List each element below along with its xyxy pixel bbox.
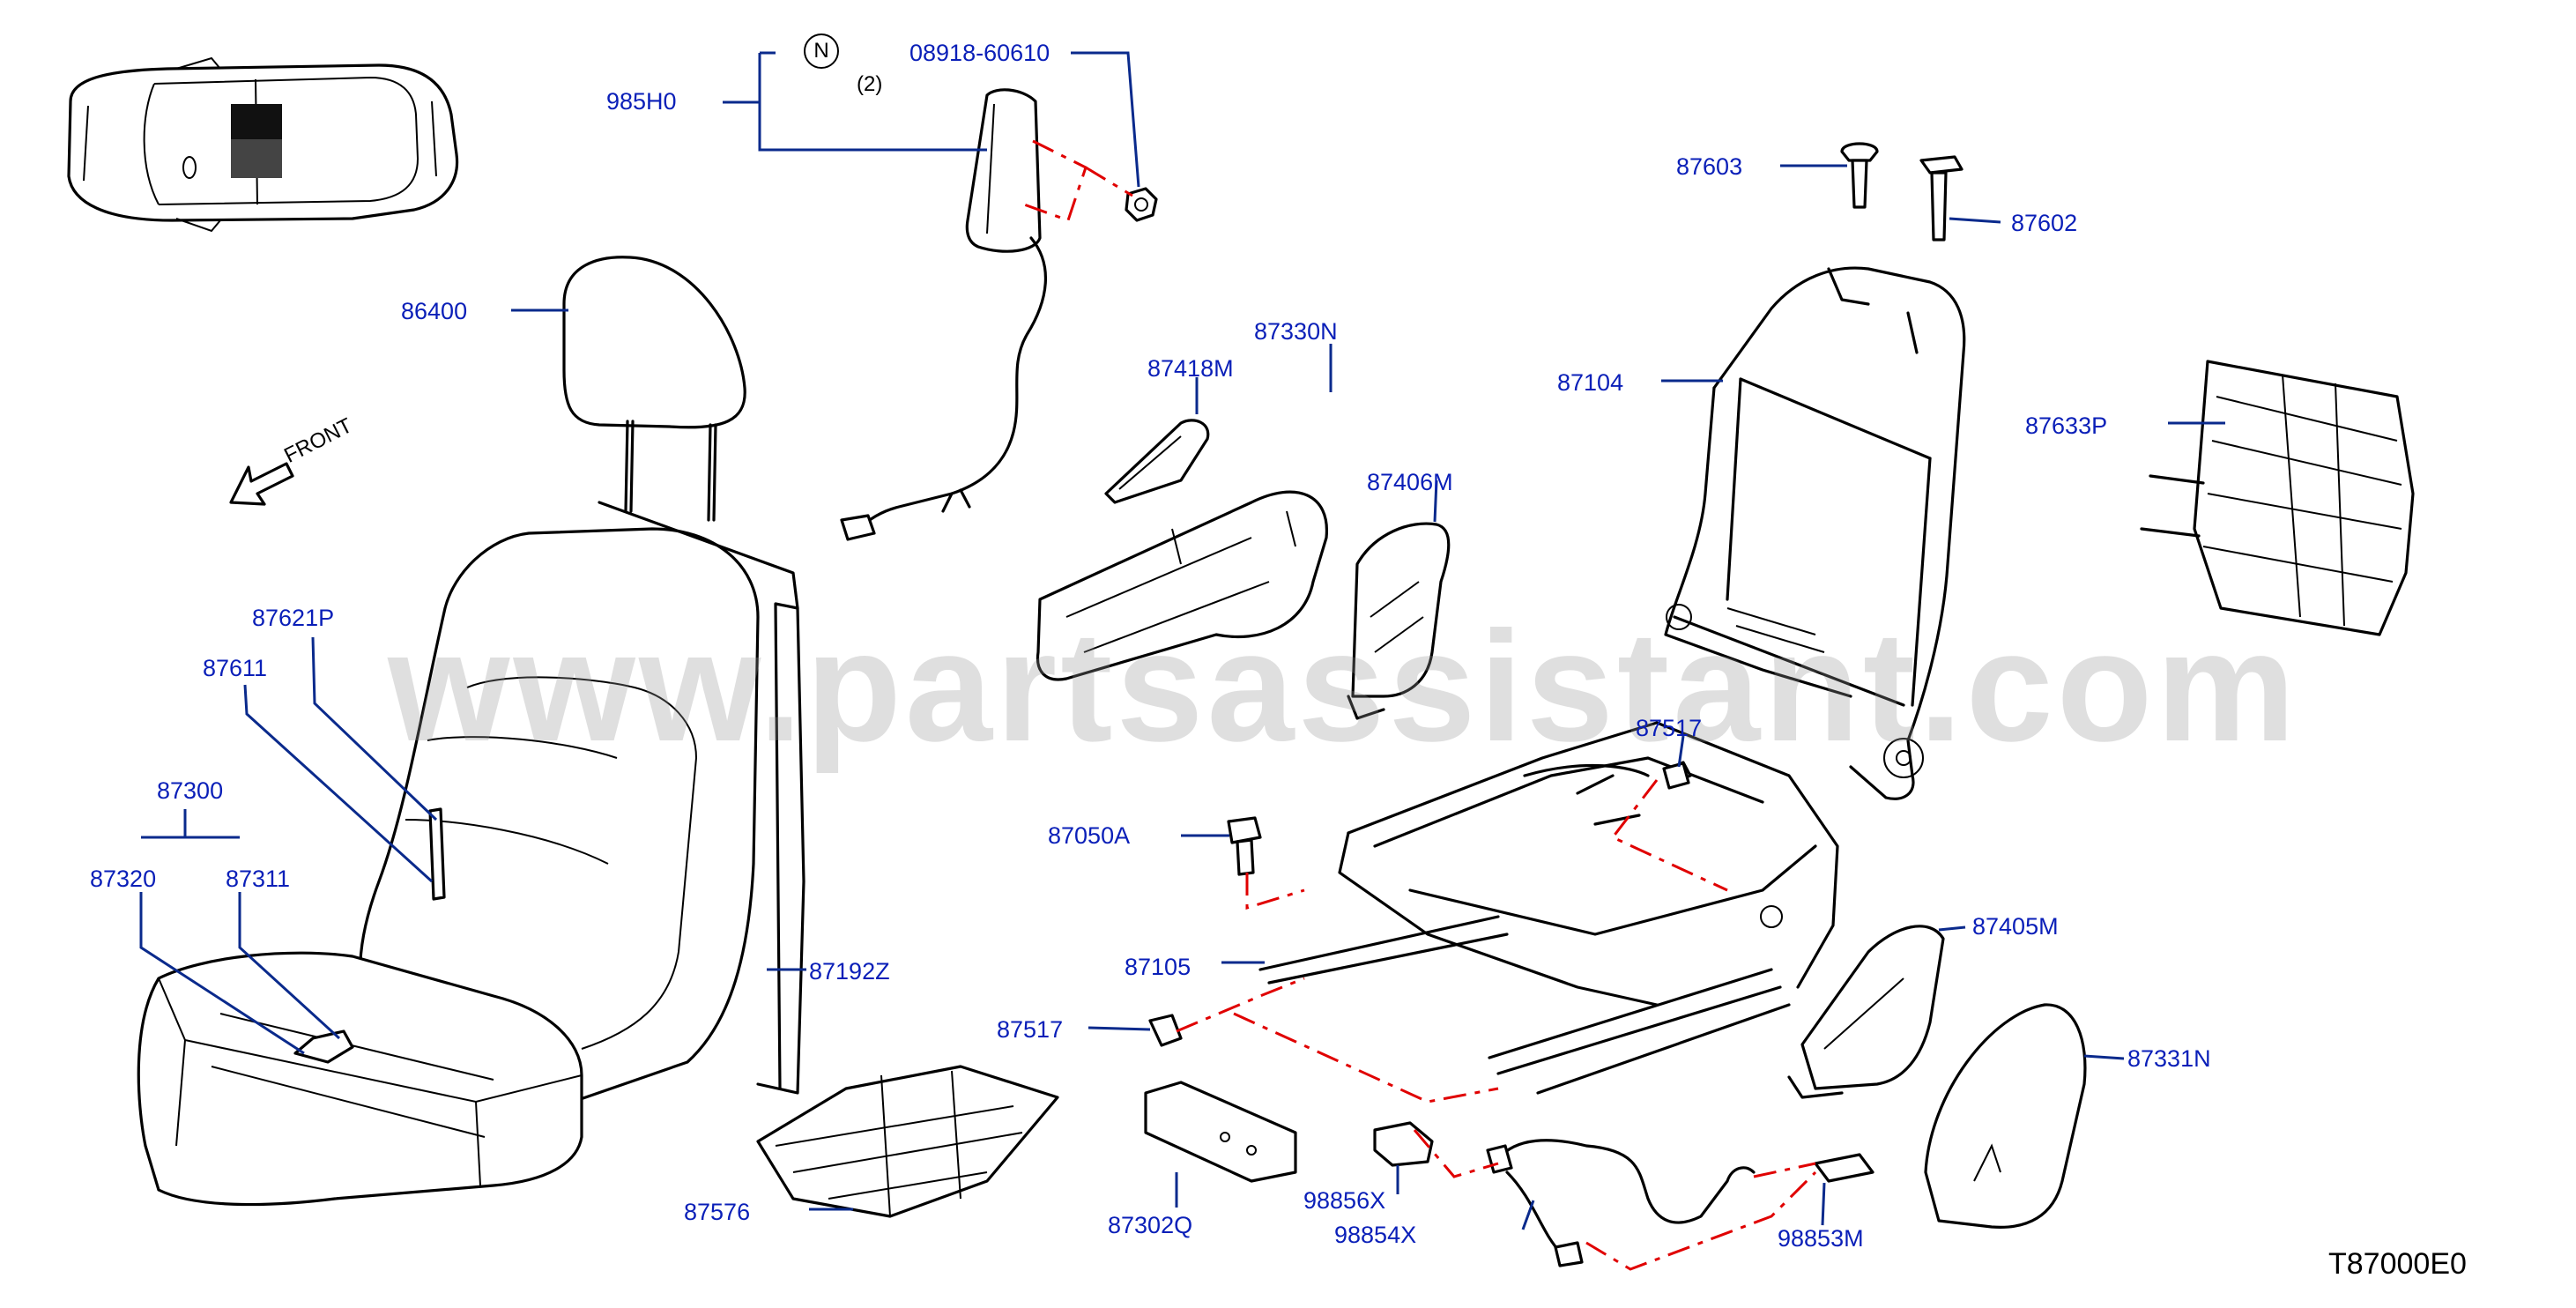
label-86400[interactable]: 86400	[401, 298, 468, 324]
spring-mat	[2140, 360, 2415, 636]
label-87603[interactable]: 87603	[1676, 153, 1743, 180]
side-airbag	[840, 88, 1047, 541]
label-87050A[interactable]: 87050A	[1048, 822, 1131, 849]
label-87633P[interactable]: 87633P	[2025, 412, 2108, 439]
label-87517-lower[interactable]: 87517	[997, 1016, 1064, 1043]
label-87302Q[interactable]: 87302Q	[1108, 1212, 1193, 1238]
label-87300[interactable]: 87300	[157, 777, 224, 804]
label-87311[interactable]: 87311	[226, 866, 291, 892]
label-985H0[interactable]: 985H0	[606, 88, 677, 115]
diagram-code: T87000E0	[2328, 1247, 2467, 1281]
label-87621P[interactable]: 87621P	[252, 605, 335, 631]
seat-back-frame	[1664, 266, 1966, 800]
label-98856X[interactable]: 98856X	[1303, 1187, 1386, 1214]
nut-08918-60610	[1125, 187, 1158, 222]
label-87320[interactable]: 87320	[90, 866, 157, 892]
stud-87603	[1840, 142, 1879, 209]
label-08918-60610[interactable]: 08918-60610	[909, 40, 1050, 66]
connector-98853M	[1814, 1153, 1874, 1183]
label-87331N[interactable]: 87331N	[2127, 1045, 2211, 1072]
harness-98854X	[1486, 1139, 1756, 1267]
label-98854X[interactable]: 98854X	[1334, 1222, 1417, 1248]
back-board-87331N	[1924, 1003, 2087, 1229]
outer-cover-87405M	[1787, 925, 1945, 1099]
seat-cushion-frame	[1258, 721, 1839, 1095]
fitting-dashed-lines	[1023, 139, 1817, 1271]
label-98853M[interactable]: 98853M	[1778, 1225, 1864, 1252]
front-arrow-icon	[229, 462, 294, 506]
cushion-spring	[756, 1065, 1059, 1218]
label-87602[interactable]: 87602	[2011, 210, 2078, 236]
label-87611[interactable]: 87611	[203, 655, 268, 681]
label-87418M[interactable]: 87418M	[1147, 355, 1234, 382]
recliner-knob	[1104, 419, 1210, 504]
tray-87302Q	[1144, 1081, 1297, 1183]
clip-87517-upper	[1662, 762, 1690, 790]
label-87192Z[interactable]: 87192Z	[809, 958, 890, 985]
stud-87602	[1919, 155, 1964, 242]
label-87406M[interactable]: 87406M	[1367, 469, 1453, 495]
label-87104[interactable]: 87104	[1557, 369, 1624, 396]
qty-note: (2)	[857, 72, 883, 96]
side-cover-87330N	[1036, 490, 1328, 681]
car-thumbnail	[67, 56, 459, 233]
label-87405M[interactable]: 87405M	[1972, 913, 2059, 940]
leader-lines	[139, 51, 2225, 1230]
headrest	[562, 256, 746, 522]
inner-cover-87406M	[1347, 522, 1451, 720]
bolt-87050A	[1227, 816, 1262, 876]
n-symbol: N	[804, 33, 839, 69]
seat-back-cushion	[137, 527, 760, 1207]
label-87576[interactable]: 87576	[684, 1199, 751, 1225]
sensor-98856X	[1373, 1121, 1434, 1167]
label-87330N[interactable]: 87330N	[1254, 318, 1338, 345]
seat-back-board	[598, 501, 805, 1095]
clip-87517-lower	[1148, 1014, 1183, 1047]
label-87105[interactable]: 87105	[1125, 954, 1191, 980]
label-87517-upper[interactable]: 87517	[1636, 715, 1703, 741]
